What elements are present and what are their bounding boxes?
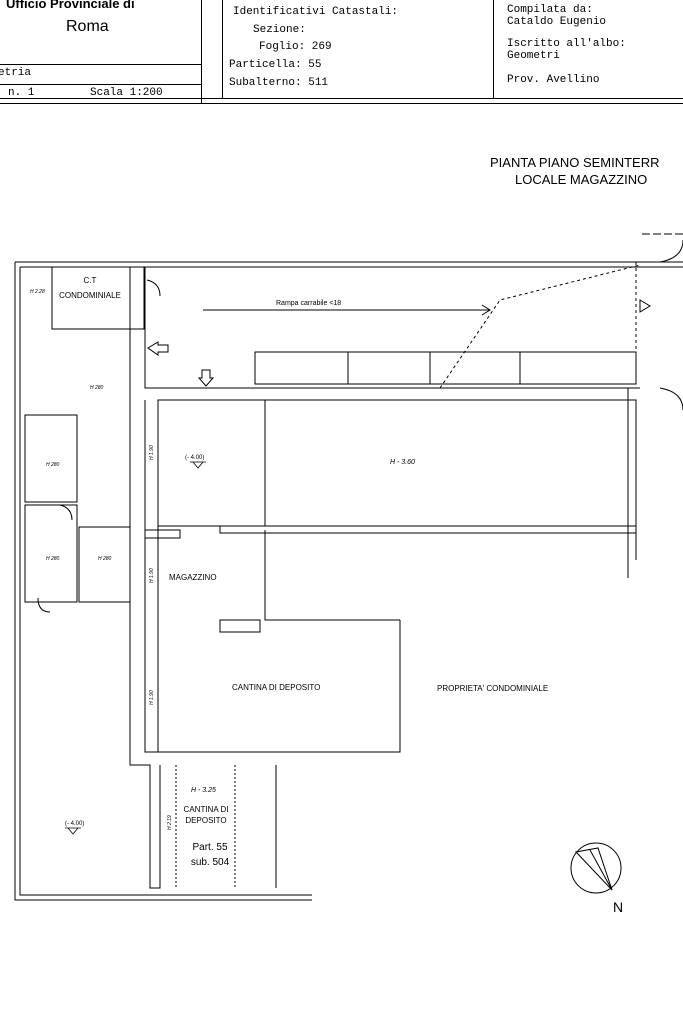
room-label-cantina: CANTINA DI DEPOSITO xyxy=(232,683,320,692)
office-city: Roma xyxy=(66,18,109,35)
height-label: H 280 xyxy=(90,385,104,391)
curve-line xyxy=(659,387,683,411)
drawing-title: PIANTA PIANO SEMINTERR xyxy=(490,155,660,170)
ramp-label: Rampa carrabile <18 xyxy=(276,300,341,307)
office-title: Ufficio Provinciale di xyxy=(6,0,135,11)
drawing-subtitle: LOCALE MAGAZZINO xyxy=(515,172,648,187)
entry-arrow-icon xyxy=(147,341,169,356)
cadastral-sezione: Sezione: xyxy=(253,24,306,36)
part-label: sub. 504 xyxy=(191,857,230,868)
compiler-label: Compilata da: xyxy=(507,4,593,16)
compiler-province: Prov. Avellino xyxy=(507,74,600,86)
scale-label: Scala 1:200 xyxy=(90,87,163,99)
level-marker-icon xyxy=(65,827,81,835)
compiler-name: Cataldo Eugenio xyxy=(507,16,607,28)
ct-label: CONDOMINIALE xyxy=(59,291,121,300)
part-label: Part. 55 xyxy=(192,842,227,853)
cadastral-subalterno: Subalterno: 511 xyxy=(229,77,329,89)
wall xyxy=(129,405,161,889)
north-compass-icon xyxy=(570,842,622,894)
cadastral-particella: Particella: 55 xyxy=(229,59,322,71)
header-bottom-line xyxy=(0,98,683,99)
level-label: (- 4.00) xyxy=(185,455,204,461)
height-label: H - 3.25 xyxy=(191,787,216,794)
cadastral-foglio: Foglio: 269 xyxy=(259,41,332,53)
small-room xyxy=(24,414,78,503)
wall-block xyxy=(144,529,181,539)
level-marker-icon xyxy=(190,461,206,469)
cantina-edge xyxy=(175,765,236,888)
header-bottom-line xyxy=(0,103,683,104)
header-divider xyxy=(222,0,223,98)
height-label: H 1.90 xyxy=(149,445,155,460)
header-divider xyxy=(201,0,202,104)
albo-value: Geometri xyxy=(507,50,560,62)
ct-room xyxy=(51,266,145,330)
sheet-label: n. 1 xyxy=(8,87,35,99)
ct-label: C.T xyxy=(84,276,97,285)
right-arrow-icon xyxy=(639,299,651,313)
room-label-magazzino: MAGAZZINO xyxy=(169,573,217,582)
wall-block xyxy=(219,525,637,534)
planimetria-label: etria xyxy=(0,67,32,79)
level-label: (- 4.00) xyxy=(65,821,84,827)
height-label: H - 3.60 xyxy=(390,459,415,466)
north-label: N xyxy=(613,899,623,915)
height-label: H 2.19 xyxy=(167,815,173,830)
outer-wall-inner xyxy=(19,267,312,896)
room-label-cantina2: DEPOSITO xyxy=(185,816,226,825)
wall-block xyxy=(219,619,261,633)
storage-bays xyxy=(254,351,637,385)
door-swing xyxy=(37,597,51,613)
entry-arrow-icon xyxy=(197,369,215,387)
room-label-cantina2: CANTINA DI xyxy=(184,805,229,814)
outer-wall xyxy=(14,262,312,901)
height-label: H 2.28 xyxy=(30,289,45,295)
cadastral-title: Identificativi Catastali: xyxy=(233,6,399,18)
wall xyxy=(144,267,640,389)
bay-dividers xyxy=(347,352,521,384)
door-swing xyxy=(59,504,73,521)
ramp-arrow-head xyxy=(481,304,491,316)
height-label: H 280 xyxy=(98,556,112,562)
height-label: H 1.90 xyxy=(149,568,155,583)
height-label: H 280 xyxy=(46,462,60,468)
height-label: H 1.90 xyxy=(149,690,155,705)
ramp-diagonal xyxy=(439,264,641,389)
small-room xyxy=(78,526,131,603)
wall xyxy=(144,400,401,753)
header-divider xyxy=(0,84,201,85)
small-room xyxy=(24,504,78,603)
height-label: H 280 xyxy=(46,556,60,562)
header-divider xyxy=(493,0,494,98)
albo-label: Iscritto all'albo: xyxy=(507,38,626,50)
curve-line xyxy=(659,239,683,263)
wall xyxy=(264,530,400,621)
room-label-proprieta: PROPRIETA' CONDOMINIALE xyxy=(437,684,548,693)
header-divider xyxy=(0,64,201,65)
ct-door-swing xyxy=(146,279,161,297)
